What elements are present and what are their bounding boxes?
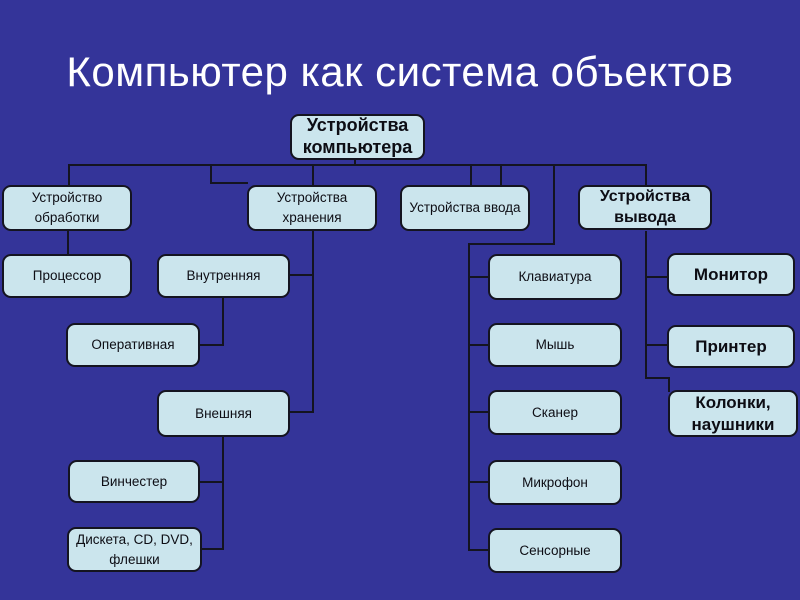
connector xyxy=(354,158,356,166)
connector xyxy=(645,377,670,379)
connector xyxy=(553,164,555,245)
connector xyxy=(200,344,224,346)
connector xyxy=(468,276,490,278)
connector xyxy=(470,164,472,186)
connector xyxy=(200,481,224,483)
connector xyxy=(68,164,70,186)
node-removable-media: Дискета, CD, DVD, флешки xyxy=(67,527,202,572)
connector xyxy=(222,437,224,550)
node-input-devices: Устройства ввода xyxy=(400,185,530,231)
node-touch-devices: Сенсорные xyxy=(488,528,622,573)
connector xyxy=(468,243,470,551)
node-internal-memory: Внутренняя xyxy=(157,254,290,298)
connector xyxy=(645,164,647,186)
connector xyxy=(202,548,224,550)
connector xyxy=(312,164,314,186)
node-processor: Процессор xyxy=(2,254,132,298)
connector xyxy=(67,231,69,255)
node-ram: Оперативная xyxy=(66,323,200,367)
slide-title: Компьютер как система объектов xyxy=(66,48,734,95)
node-hard-drive: Винчестер xyxy=(68,460,200,503)
connector xyxy=(468,243,555,245)
connector xyxy=(645,231,647,379)
connector xyxy=(210,164,212,184)
connector xyxy=(222,298,224,346)
connector xyxy=(468,481,490,483)
node-scanner: Сканер xyxy=(488,390,622,435)
connector xyxy=(210,182,248,184)
connector xyxy=(668,377,670,392)
node-storage-devices: Устройства хранения xyxy=(247,185,377,231)
node-microphone: Микрофон xyxy=(488,460,622,505)
node-monitor: Монитор xyxy=(667,253,795,296)
connector xyxy=(468,549,490,551)
connector xyxy=(288,411,314,413)
connector xyxy=(68,164,647,166)
node-processing-devices: Устройство обработки xyxy=(2,185,132,231)
connector xyxy=(500,164,502,186)
node-printer: Принтер xyxy=(667,325,795,368)
node-external-memory: Внешняя xyxy=(157,390,290,437)
node-computer-devices: Устройства компьютера xyxy=(290,114,425,160)
connector xyxy=(468,344,490,346)
connector xyxy=(468,411,490,413)
node-mouse: Мышь xyxy=(488,323,622,367)
node-keyboard: Клавиатура xyxy=(488,254,622,300)
connector xyxy=(645,344,669,346)
connector xyxy=(290,274,314,276)
connector xyxy=(645,276,669,278)
connector xyxy=(312,231,314,413)
node-output-devices: Устройства вывода xyxy=(578,185,712,230)
node-speakers-headphones: Колонки, наушники xyxy=(668,390,798,437)
